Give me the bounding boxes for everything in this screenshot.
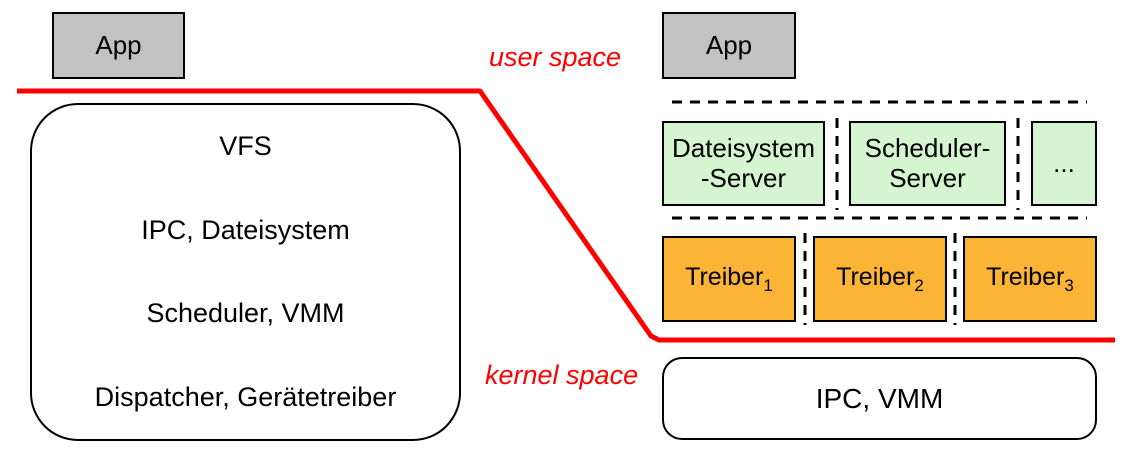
treiber-1-label: Treiber1	[685, 262, 773, 295]
microkernel-app-box: App	[662, 12, 796, 79]
treiber-2-label: Treiber2	[836, 262, 924, 295]
treiber-1-box: Treiber1	[662, 236, 796, 322]
layer-scheduler-vmm: Scheduler, VMM	[146, 298, 345, 329]
treiber-3-box: Treiber3	[963, 236, 1097, 322]
dateisystem-server-line1: Dateisystem	[671, 132, 816, 163]
monolithic-app-label: App	[95, 30, 142, 60]
microkernel-app-label: App	[705, 30, 753, 60]
ipc-vmm-label: IPC, VMM	[815, 382, 944, 414]
layer-ipc-dateisystem: IPC, Dateisystem	[141, 214, 350, 245]
more-servers-box: ...	[1031, 121, 1097, 206]
treiber-3-label: Treiber3	[986, 262, 1074, 295]
user-space-label: user space	[489, 42, 622, 72]
layer-vfs: VFS	[219, 131, 272, 162]
microkernel-ipc-vmm-box: IPC, VMM	[662, 357, 1097, 440]
scheduler-server-line2: Server	[889, 162, 966, 193]
treiber-2-box: Treiber2	[813, 236, 947, 322]
monolithic-app-box: App	[52, 12, 185, 79]
more-servers-ellipsis: ...	[1053, 147, 1075, 178]
dateisystem-server-line2: -Server	[700, 162, 787, 193]
kernel-space-label: kernel space	[485, 360, 639, 390]
layer-dispatcher-geraetetreiber: Dispatcher, Gerätetreiber	[94, 381, 397, 412]
scheduler-server-line1: Scheduler-	[864, 132, 991, 163]
monolithic-kernel-box: VFS IPC, Dateisystem Scheduler, VMM Disp…	[30, 103, 461, 441]
scheduler-server-box: Scheduler- Server	[849, 121, 1006, 206]
dateisystem-server-box: Dateisystem -Server	[662, 121, 825, 206]
